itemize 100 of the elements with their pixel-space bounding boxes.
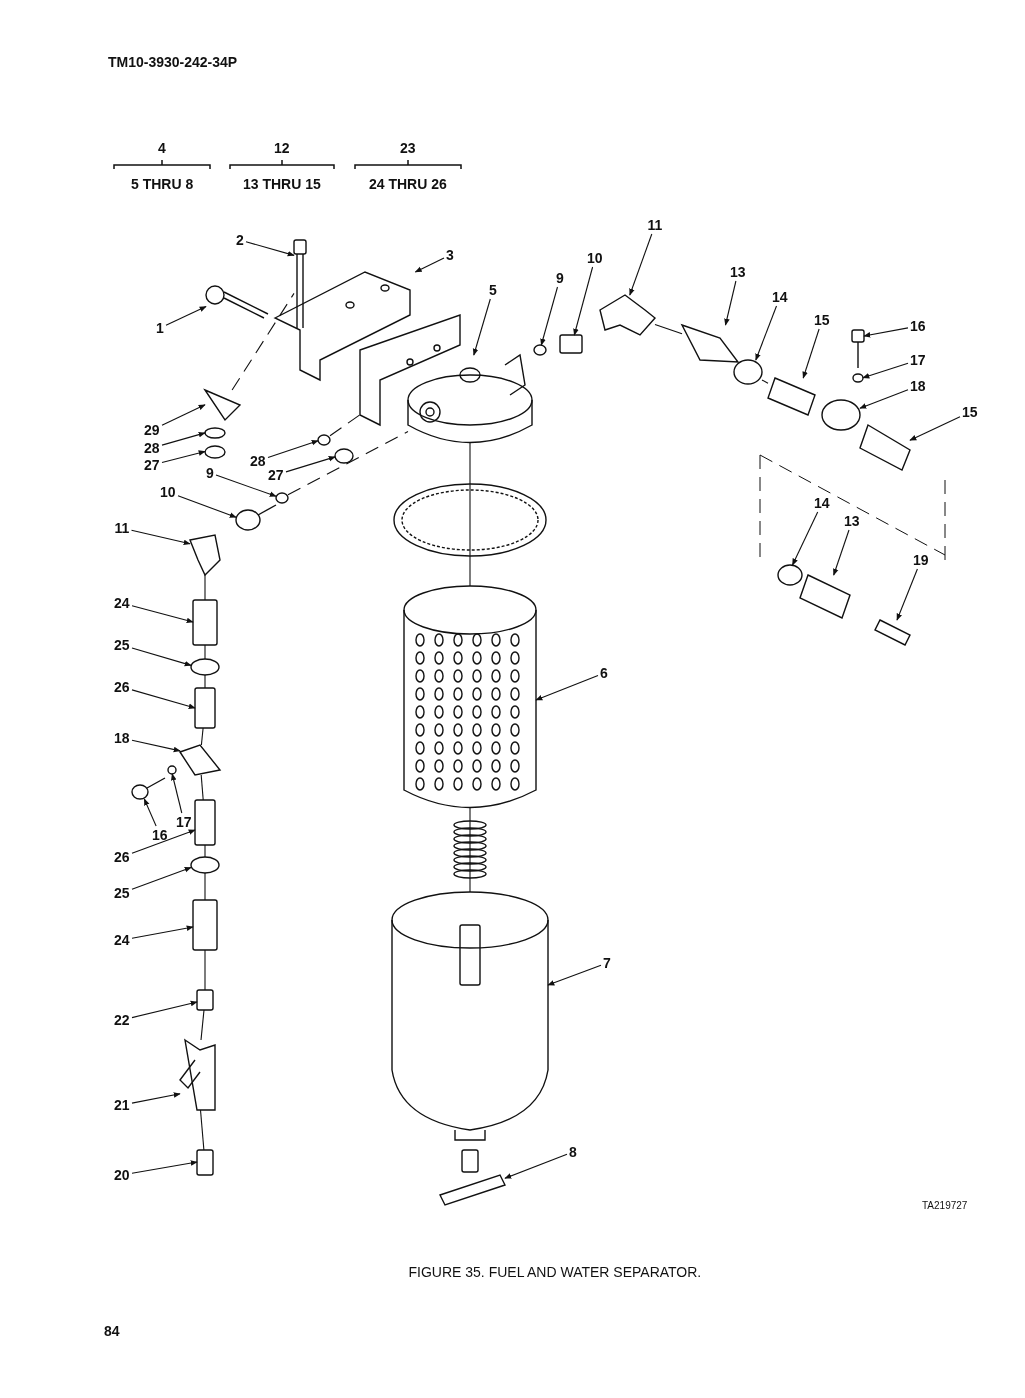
leader-line: [285, 456, 336, 473]
centerline: [469, 441, 471, 587]
centerline: [654, 323, 683, 335]
callout-number: 16: [152, 827, 168, 843]
callout-number: 11: [647, 217, 663, 233]
washer: [533, 344, 547, 356]
centerline: [204, 574, 206, 601]
leader-line: [161, 431, 206, 446]
hose: [767, 377, 816, 416]
hose: [194, 799, 216, 846]
centerline: [200, 774, 204, 801]
filter-head: [407, 353, 533, 444]
alignment-line: [287, 430, 409, 496]
drain-cock: [179, 1038, 216, 1111]
callout-number: 25: [114, 885, 130, 901]
group-range: 5 THRU 8: [131, 176, 194, 192]
washer: [275, 492, 289, 504]
callout-number: 7: [603, 955, 611, 971]
nut: [204, 445, 226, 459]
leader-line: [909, 416, 961, 441]
leader-line: [131, 647, 192, 667]
group-range: 13 THRU 15: [243, 176, 321, 192]
elbow-fitting: [599, 294, 656, 336]
callout-number: 19: [913, 552, 929, 568]
hose-fitting: [192, 899, 218, 951]
callout-number: 6: [600, 665, 608, 681]
callout-number: 17: [910, 352, 926, 368]
callout-number: 24: [114, 932, 130, 948]
leader-line: [215, 474, 277, 497]
group-item-number: 12: [274, 140, 290, 156]
document-number: TM10-3930-242-34P: [108, 54, 238, 70]
callout-number: 9: [206, 465, 214, 481]
callout-number: 8: [569, 1144, 577, 1160]
leader-line: [414, 257, 445, 273]
elbow-fitting: [189, 534, 221, 577]
centerline: [199, 1109, 205, 1151]
leader-line: [833, 529, 850, 576]
hose: [194, 687, 216, 729]
leader-line: [131, 689, 196, 709]
callout-number: 5: [489, 282, 497, 298]
leader-line: [143, 798, 157, 827]
callout-number: 3: [446, 247, 454, 263]
figure-caption: FIGURE 35. FUEL AND WATER SEPARATOR.: [408, 1264, 702, 1280]
callout-number: 10: [160, 484, 176, 500]
callout-number: 29: [144, 422, 160, 438]
centerline: [204, 949, 206, 991]
callout-number: 9: [556, 270, 564, 286]
lock-washer: [204, 427, 226, 439]
filter-element: [403, 585, 537, 809]
leader-line: [504, 1153, 568, 1179]
callout-number: 25: [114, 637, 130, 653]
callout-number: 14: [814, 495, 830, 511]
callout-number: 27: [144, 457, 160, 473]
loop-clamp: [178, 744, 222, 776]
loop-clamp: [821, 399, 861, 431]
alignment-line: [231, 292, 295, 391]
leader-line: [131, 739, 181, 753]
callout-number: 15: [814, 312, 830, 328]
hose: [859, 423, 911, 471]
drain-valve: [439, 1149, 506, 1206]
callout-number: 14: [772, 289, 788, 305]
leader-line: [131, 866, 192, 890]
hose-clamp: [190, 658, 220, 676]
leader-line: [165, 305, 207, 326]
leader-line: [161, 404, 206, 426]
callout-number: 20: [114, 1167, 130, 1183]
adapter-fitting: [235, 504, 277, 531]
leader-line: [862, 362, 909, 379]
centerline: [204, 844, 206, 858]
callout-number: 18: [910, 378, 926, 394]
leader-line: [535, 674, 599, 701]
group-item-number: 23: [400, 140, 416, 156]
callout-number: 21: [114, 1097, 130, 1113]
hose-fitting: [799, 574, 851, 619]
callout-number: 26: [114, 679, 130, 695]
leader-line: [859, 389, 909, 409]
bolt: [293, 239, 307, 329]
callout-number: 28: [250, 453, 266, 469]
leader-line: [177, 495, 237, 518]
callout-number: 1: [156, 320, 164, 336]
callout-number: 17: [176, 814, 192, 830]
bolt: [851, 329, 865, 369]
callout-number: 24: [114, 595, 130, 611]
leader-line: [472, 298, 491, 356]
separator-bowl: [391, 891, 549, 1141]
group-range: 24 THRU 26: [369, 176, 447, 192]
adapter-fitting: [874, 619, 911, 646]
leader-line: [131, 925, 194, 939]
drawing-number: TA219727: [922, 1199, 968, 1213]
hose-clamp: [733, 359, 763, 385]
alignment-line: [329, 413, 362, 437]
nut: [334, 448, 354, 464]
page-number: 84: [104, 1323, 120, 1339]
nipple-fitting: [196, 1149, 214, 1176]
leader-line: [171, 773, 183, 814]
centerline: [200, 1009, 205, 1041]
callout-number: 18: [114, 730, 130, 746]
bolt: [131, 777, 166, 800]
leader-line: [573, 266, 594, 336]
leader-line: [267, 440, 319, 459]
